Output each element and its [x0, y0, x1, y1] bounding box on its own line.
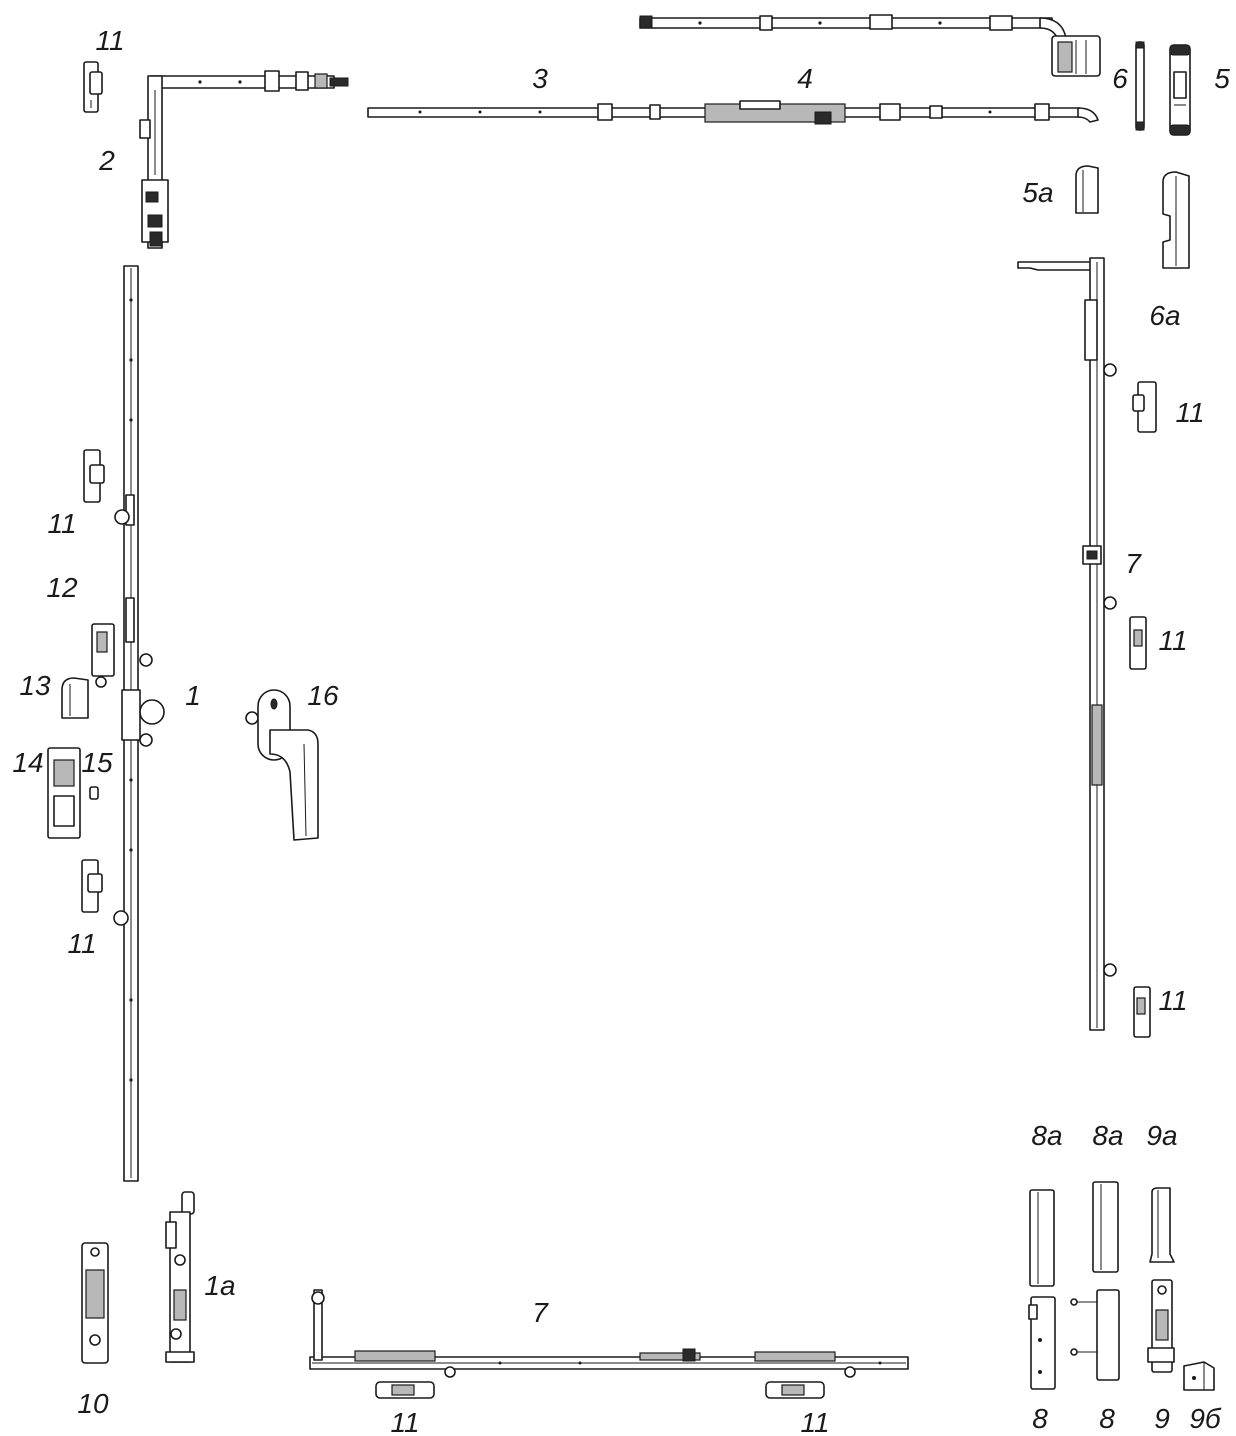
striker-bottom-2 — [765, 1381, 825, 1399]
callout-label: 6 — [1112, 63, 1128, 94]
striker-right-1 — [1132, 381, 1157, 433]
callout-label: 7 — [532, 1297, 549, 1328]
scissor-arm-top — [639, 14, 1101, 77]
keeper-14 — [47, 747, 81, 839]
callout-label: 16 — [307, 680, 339, 711]
striker-left-1 — [83, 449, 105, 503]
callout-label: 8а — [1092, 1120, 1123, 1151]
corner-drive — [139, 70, 349, 249]
vertical-espagnolette-left — [113, 265, 165, 1182]
hinge-8-right — [1070, 1289, 1120, 1381]
window-handle — [245, 689, 319, 841]
callout-label: 15 — [81, 747, 113, 778]
callout-label: 6а — [1149, 300, 1180, 331]
callout-label: 13 — [19, 670, 51, 701]
callout-label: 5 — [1214, 63, 1230, 94]
cover-8a-left — [1029, 1189, 1055, 1287]
callout-label: 10 — [77, 1388, 109, 1419]
callout-label: 11 — [1158, 985, 1187, 1016]
callout-label: 11 — [1175, 397, 1204, 428]
callout-label: 9б — [1189, 1403, 1222, 1434]
striker-bottom-1 — [375, 1381, 435, 1399]
callout-label: 8а — [1031, 1120, 1062, 1151]
part-1a — [165, 1191, 195, 1363]
callout-label: 11 — [390, 1407, 419, 1436]
cover-8a-right — [1092, 1181, 1119, 1273]
vertical-espagnolette-right — [1017, 257, 1117, 1031]
callout-label: 4 — [797, 63, 813, 94]
callout-label: 9а — [1146, 1120, 1177, 1151]
callout-label: 1а — [204, 1270, 235, 1301]
hinge-cover-large — [1162, 171, 1190, 269]
hinge-pin — [1135, 41, 1145, 131]
part-15 — [89, 786, 99, 800]
part-10 — [81, 1242, 109, 1364]
callout-label: 1 — [185, 680, 201, 711]
hinge-cover-small — [1075, 165, 1099, 214]
callout-label: 5а — [1022, 177, 1053, 208]
striker-right-2 — [1129, 616, 1147, 670]
callout-label: 11 — [1158, 625, 1187, 656]
stay-arm-bar — [367, 100, 1099, 125]
callout-label: 7 — [1125, 548, 1142, 579]
hinge-bracket — [1169, 44, 1191, 136]
striker-top-left — [83, 61, 103, 113]
callout-label: 8 — [1032, 1403, 1048, 1434]
callout-label: 11 — [800, 1407, 829, 1436]
bracket-9b — [1183, 1361, 1215, 1391]
callout-label: 9 — [1154, 1403, 1170, 1434]
callout-label: 2 — [98, 145, 115, 176]
cover-9a — [1149, 1187, 1175, 1263]
callout-label: 11 — [47, 508, 76, 539]
keeper-12 — [91, 623, 115, 688]
hinge-8-left — [1028, 1296, 1056, 1390]
callout-label: 11 — [95, 25, 124, 56]
callout-label: 8 — [1099, 1403, 1115, 1434]
hinge-9 — [1147, 1279, 1175, 1373]
striker-right-3 — [1133, 986, 1151, 1038]
horizontal-espagnolette-bottom — [309, 1289, 909, 1378]
striker-left-2 — [81, 859, 103, 913]
callout-label: 12 — [46, 572, 78, 603]
callout-label: 3 — [532, 63, 548, 94]
callout-label: 11 — [67, 928, 96, 959]
keeper-13 — [61, 677, 89, 719]
callout-label: 14 — [12, 747, 43, 778]
